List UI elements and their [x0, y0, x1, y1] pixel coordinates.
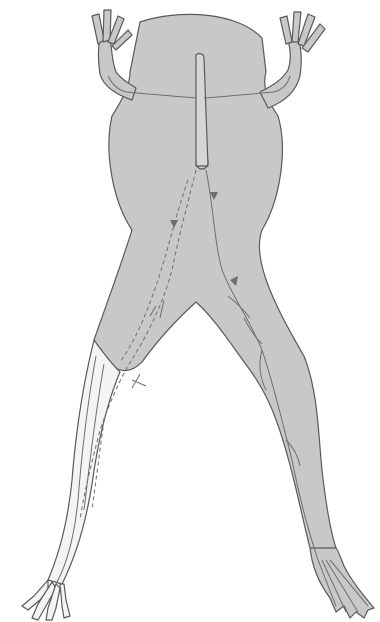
left-foot	[22, 580, 70, 620]
right-hand	[280, 12, 325, 52]
left-shank	[48, 340, 120, 584]
left-hand	[92, 10, 132, 50]
right-foot	[310, 548, 374, 618]
